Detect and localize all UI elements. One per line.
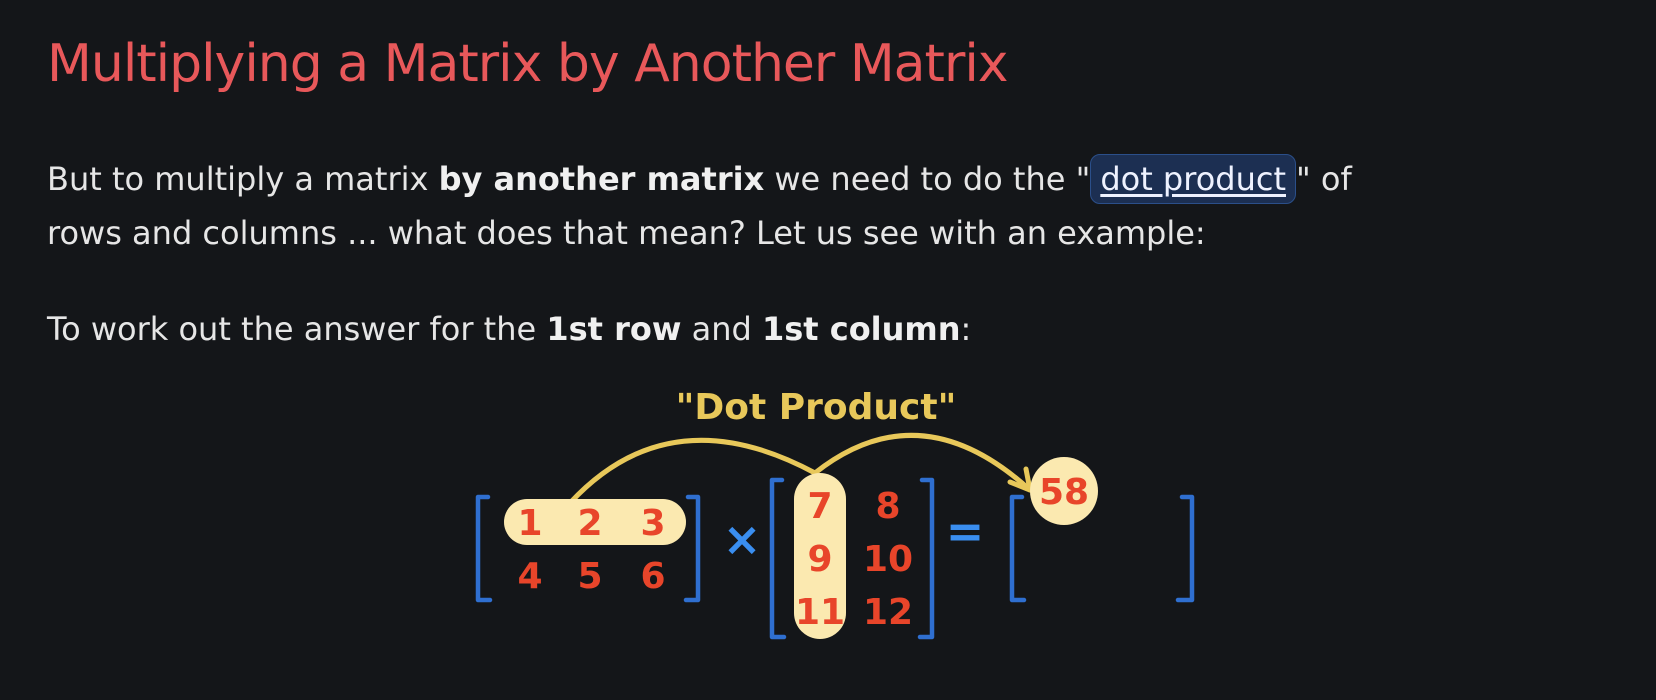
matrix-a-cell-r2c2: 5 (577, 556, 602, 597)
row-highlight (504, 499, 686, 545)
result-highlight (1030, 457, 1098, 525)
result-value: 58 (1039, 472, 1089, 513)
matrix-b-cell-r1c1: 7 (807, 486, 832, 527)
matrix-a-cell-r2c1: 4 (517, 556, 542, 597)
intro-text-3: " of (1296, 160, 1352, 198)
result-left-bracket (1009, 494, 1027, 603)
matrix-b-left-bracket (769, 477, 787, 640)
example-text-1: To work out the answer for the (47, 310, 547, 348)
matrix-b-cell-r1c2: 8 (875, 486, 900, 527)
matrix-a-cell-r2c3: 6 (640, 556, 665, 597)
matrix-b-cell-r3c2: 12 (863, 592, 913, 633)
example-text-2: and (681, 310, 762, 348)
result-right-bracket (1175, 494, 1195, 603)
matrix-b-cell-r2c1: 9 (807, 539, 832, 580)
arrow-head-icon (1007, 466, 1033, 493)
equals-sign: = (946, 504, 985, 558)
arrow-curve-right (812, 432, 1033, 493)
matrix-a-cell-r1c2: 2 (577, 503, 602, 544)
matrix-b: 7 8 9 10 11 12 (795, 486, 913, 633)
first-row-bold: 1st row (546, 310, 682, 348)
dot-product-link[interactable]: dot product (1090, 154, 1296, 204)
example-text-3: : (960, 310, 972, 348)
matrix-b-right-bracket (917, 477, 935, 640)
intro-text-2: we need to do the " (764, 160, 1091, 198)
matrix-a-cell-r1c3: 3 (640, 503, 665, 544)
matrix-a-right-bracket (683, 494, 701, 603)
example-paragraph: To work out the answer for the 1st row a… (47, 302, 971, 356)
column-highlight (794, 473, 846, 639)
dot-product-label: "Dot Product" (676, 387, 957, 428)
first-column-bold: 1st column (761, 310, 961, 348)
page-title: Multiplying a Matrix by Another Matrix (47, 34, 1009, 94)
intro-paragraph: But to multiply a matrix by another matr… (47, 152, 1352, 260)
matrix-b-cell-r3c1: 11 (795, 592, 845, 633)
times-sign: × (723, 512, 762, 566)
arrow-curve-left (567, 437, 818, 506)
matrix-b-cell-r2c2: 10 (863, 539, 913, 580)
matrix-a-left-bracket (475, 494, 493, 603)
intro-bold-text: by another matrix (438, 160, 765, 198)
matrix-a-cell-r1c1: 1 (517, 503, 542, 544)
intro-text-4: rows and columns ... what does that mean… (47, 214, 1206, 252)
intro-text-1: But to multiply a matrix (47, 160, 439, 198)
